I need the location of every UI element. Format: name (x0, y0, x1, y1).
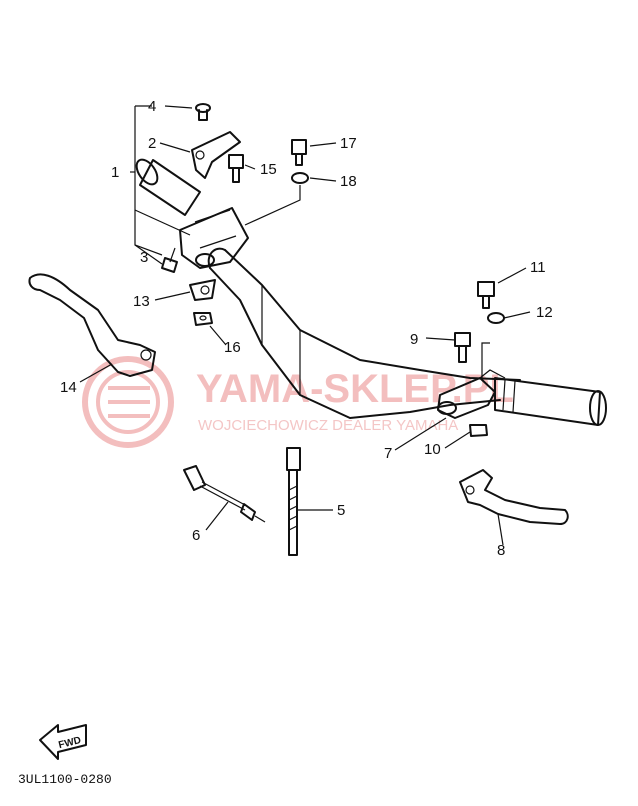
washer-18 (291, 172, 309, 184)
callout-7: 7 (384, 445, 392, 462)
callout-numbers: 4 2 1 3 17 18 15 13 16 14 11 12 9 10 7 5… (60, 98, 553, 559)
callout-10: 10 (424, 441, 441, 458)
left-grip (135, 158, 201, 216)
right-grip (494, 377, 607, 426)
callout-13: 13 (133, 293, 150, 310)
cable-part-6 (183, 465, 266, 523)
callout-5: 5 (337, 502, 345, 519)
brake-holder (437, 369, 506, 419)
bolt-15 (228, 154, 244, 183)
callout-18: 18 (340, 173, 357, 190)
watermark-main: YAMA-SKLEP.PL (196, 367, 514, 411)
watermark-logo-icon (82, 356, 174, 448)
handlebar (207, 247, 521, 419)
callout-3: 3 (140, 249, 148, 266)
callout-15: 15 (260, 161, 277, 178)
diagram-code: 3UL1100-0280 (18, 772, 112, 787)
fwd-label: FWD (57, 735, 82, 751)
callout-11: 11 (530, 259, 546, 276)
nut-10 (469, 424, 488, 437)
clutch-lever (28, 273, 156, 377)
nut-16 (193, 312, 213, 326)
watermark-sub: WOJCIECHOWICZ DEALER YAMAHA (198, 417, 458, 434)
lever-holder (179, 207, 249, 301)
bolt-9 (454, 332, 471, 363)
bolt-17 (291, 139, 307, 166)
callout-12: 12 (536, 304, 553, 321)
callout-14: 14 (60, 379, 77, 396)
callout-8: 8 (497, 542, 505, 559)
bolt-11 (477, 281, 495, 309)
cable-tie (286, 447, 301, 556)
bracket (191, 131, 241, 179)
bolt-3 (161, 247, 178, 273)
leader-lines (79, 105, 531, 546)
callout-16: 16 (224, 339, 241, 356)
washer-12 (487, 312, 505, 324)
callout-6: 6 (192, 527, 200, 544)
fwd-arrow-icon: FWD (39, 724, 87, 760)
callout-1: 1 (111, 164, 119, 181)
screw-4 (195, 103, 211, 121)
callout-2: 2 (148, 135, 156, 152)
brake-lever (459, 469, 569, 525)
callout-4: 4 (148, 98, 156, 115)
callout-9: 9 (410, 331, 418, 348)
callout-17: 17 (340, 135, 357, 152)
